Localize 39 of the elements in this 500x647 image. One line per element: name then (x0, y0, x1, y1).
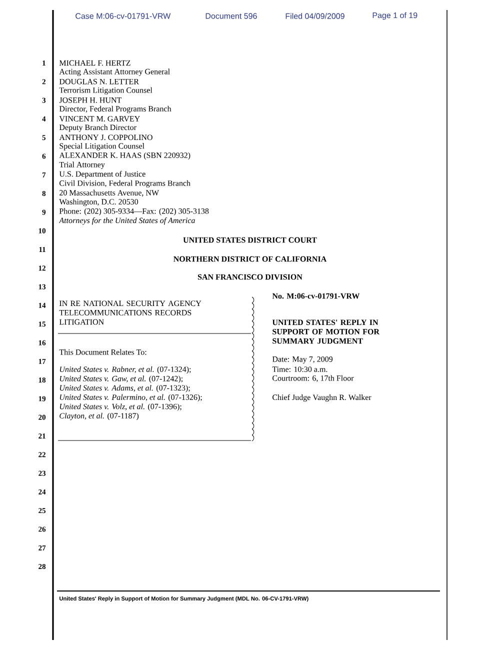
counsel-text: DOUGLAS N. LETTER (59, 78, 139, 84)
counsel-text: Attorneys for the United States of America (58, 217, 195, 225)
hearing-info: Chief Judge Vaughn R. Walker (272, 394, 372, 402)
section-text: This Document Relates To: (59, 349, 146, 355)
header-text: Case M:06-cv-01791-VRW (76, 13, 171, 19)
counsel-text: MICHAEL F. HERTZ (59, 60, 130, 66)
counsel-text: JOSEPH H. HUNT (59, 98, 122, 103)
counsel-text: ANTHONY J. COPPOLINO (59, 134, 152, 140)
hearing-info: Date: May 7, 2009 (272, 356, 333, 364)
hearing-info: Time: 10:30 a.m. (272, 366, 328, 372)
counsel-text: Civil Division, Federal Programs Branch (60, 180, 190, 188)
court-heading: NORTHERN DISTRICT OF CALIFORNIA (174, 256, 327, 262)
case-citation: Clayton, et al. (07-1187) (60, 412, 139, 420)
counsel-text: U.S. Department of Justice (59, 170, 146, 178)
header-text: Filed 04/09/2009 (286, 13, 344, 19)
court-heading: UNITED STATES DISTRICT COURT (183, 237, 317, 243)
court-heading: SAN FRANCISCO DIVISION (198, 274, 302, 280)
case-citation: United States v. Volz, et al. (07-1396); (60, 404, 182, 411)
case-number: No. M:06-cv-01791-VRW (272, 293, 360, 299)
counsel-text: Director, Federal Programs Branch (59, 106, 172, 114)
case-citation: United States v. Gaw, et al. (07-1242); (60, 376, 182, 383)
counsel-text: Washington, D.C. 20530 (59, 198, 138, 206)
case-caption: IN RE NATIONAL SECURITY AGENCY TELECOMMUNICATIONS RECORDS LITIGATION (59, 300, 202, 325)
case-citation: United States v. Adams, et al. (07-1323); (60, 384, 190, 392)
case-citation: United States v. Palermino, et al. (07-1326); (60, 394, 202, 402)
case-citation: United States v. Rabner, et al. (07-1324); (60, 366, 191, 374)
counsel-text: Terrorism Litigation Counsel (59, 87, 152, 95)
counsel-text: Acting Assistant Attorney General (59, 68, 170, 76)
counsel-text: Deputy Branch Director (59, 124, 136, 132)
hearing-info: Courtroom: 6, 17th Floor (272, 375, 354, 382)
counsel-text: VINCENT M. GARVEY (59, 116, 140, 122)
counsel-text: ALEXANDER K. HAAS (SBN 220932) (59, 152, 190, 160)
counsel-text: Special Litigation Counsel (60, 143, 144, 150)
counsel-text: Phone: (202) 305-9334—Fax: (202) 305-3138 (59, 208, 209, 216)
counsel-text: 20 Massachusetts Avenue, NW (60, 190, 159, 197)
counsel-text: Trial Attorney (59, 162, 105, 169)
header-text: Page 1 of 19 (372, 12, 418, 20)
document-title: UNITED STATES' REPLY IN SUPPORT OF MOTION FOR SUMMARY JUDGMENT (272, 320, 380, 344)
header-text: Document 596 (206, 13, 257, 19)
